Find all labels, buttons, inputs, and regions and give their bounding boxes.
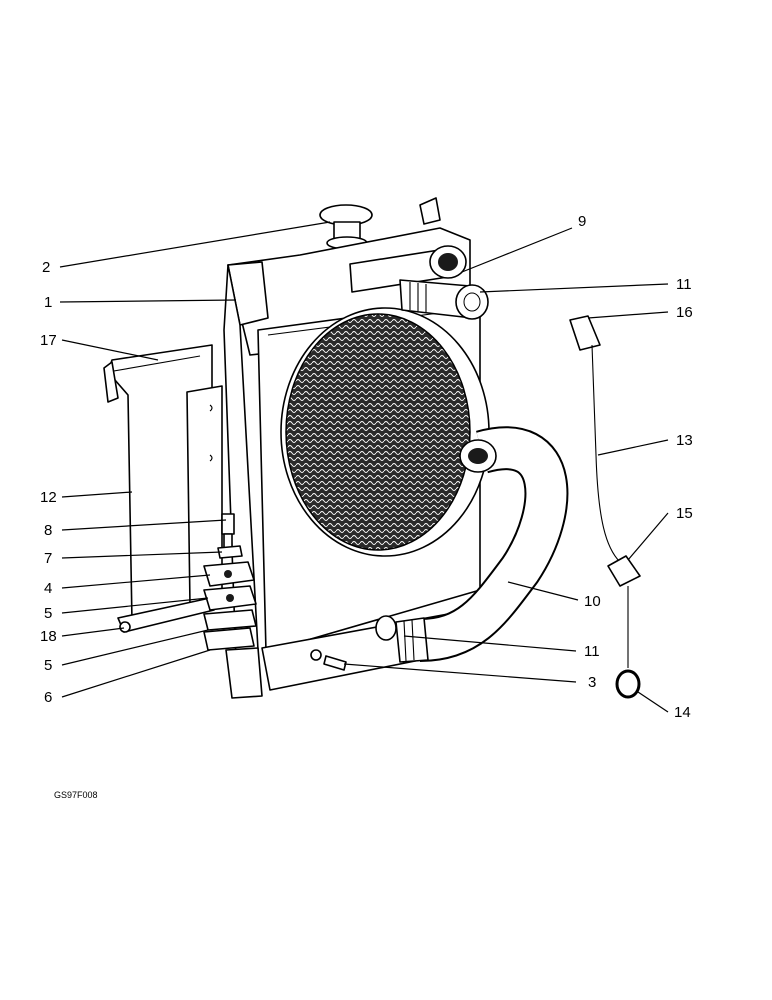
top-hose-outlet [349,245,489,320]
mounting-assembly [203,513,257,651]
callout-14: 14 [674,704,691,721]
callout-13: 13 [676,432,693,449]
radiator-core [280,307,490,557]
callout-10: 10 [584,593,601,610]
callout-labels: 2 1 17 12 8 7 4 5 18 5 6 9 11 16 13 15 1… [40,213,693,721]
callout-18: 18 [40,628,57,645]
callout-8: 8 [44,522,52,539]
callout-11-upper: 11 [676,276,692,293]
callout-3: 3 [588,674,596,691]
callout-4: 4 [44,580,52,597]
callout-7: 7 [44,550,52,567]
side-plate [103,344,223,633]
callout-16: 16 [676,304,693,321]
callout-17: 17 [40,332,57,349]
leader-lines [59,221,669,713]
callout-12: 12 [40,489,57,506]
callout-5-lower: 5 [44,657,52,674]
callout-15: 15 [676,505,693,522]
drain-tap [310,649,347,671]
callout-9: 9 [578,213,586,230]
figure-code: GS97F008 [54,790,98,800]
callout-5-upper: 5 [44,605,52,622]
callout-11-lower: 11 [584,643,600,660]
overflow-tube [591,344,641,699]
callout-1: 1 [44,294,52,311]
radiator-cap [319,204,373,250]
bottom-hose [375,426,569,663]
callout-2: 2 [42,259,50,276]
callout-6: 6 [44,689,52,706]
